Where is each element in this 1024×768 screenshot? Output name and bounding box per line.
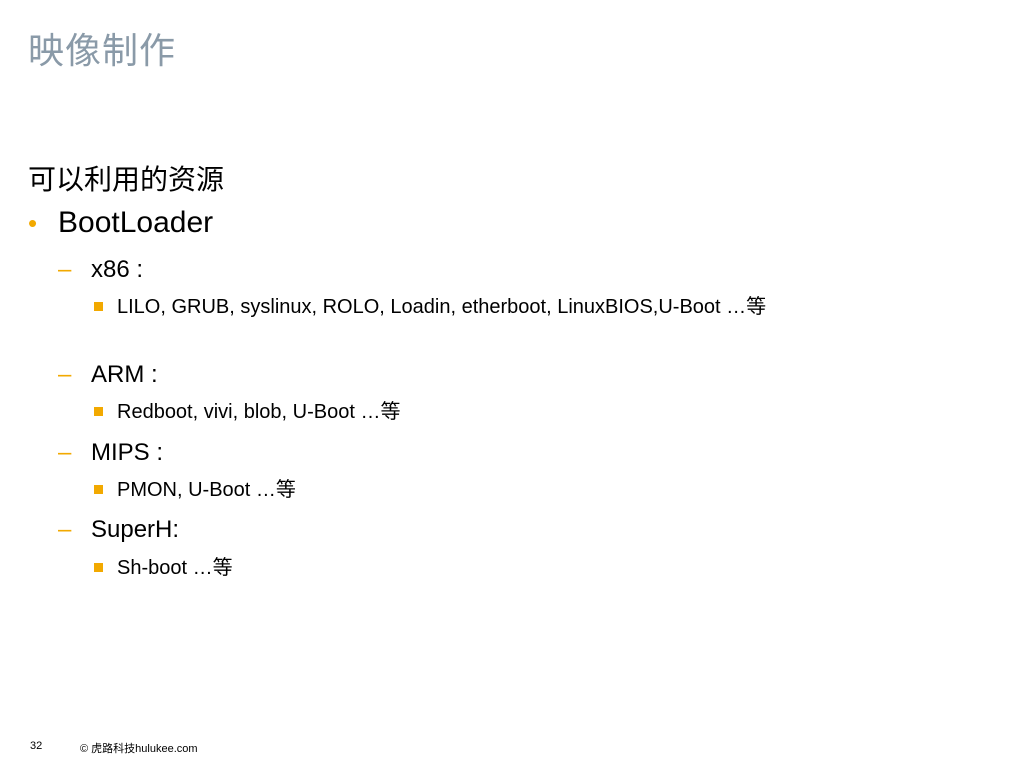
bullet-label: BootLoader <box>58 206 214 239</box>
page-number: 32 <box>30 740 43 752</box>
section-label: ARM : <box>91 361 158 388</box>
list-item: Redboot, vivi, blob, U-Boot …等 <box>94 397 854 427</box>
section-label: SuperH: <box>91 516 180 543</box>
square-bullet-icon <box>94 407 103 416</box>
dash-icon: – <box>58 516 72 543</box>
list-item-text: PMON, U-Boot …等 <box>117 479 296 501</box>
dash-icon: – <box>58 256 72 283</box>
list-item-text: LILO, GRUB, syslinux, ROLO, Loadin, ethe… <box>117 296 767 318</box>
subheading: 可以利用的资源 <box>28 163 225 196</box>
slide-title: 映像制作 <box>28 31 177 72</box>
list-item-text: Redboot, vivi, blob, U-Boot …等 <box>117 401 401 423</box>
section-label: x86 : <box>91 256 144 283</box>
list-item: PMON, U-Boot …等 <box>94 475 854 505</box>
dash-icon: – <box>58 361 72 388</box>
copyright-text: © 虎路科技hulukee.com <box>80 743 198 755</box>
section-arm: –ARM : <box>58 361 158 389</box>
list-item: Sh-boot …等 <box>94 553 854 583</box>
section-mips: –MIPS : <box>58 439 163 467</box>
square-bullet-icon <box>94 302 103 311</box>
square-bullet-icon <box>94 485 103 494</box>
dash-icon: – <box>58 439 72 466</box>
bullet-bootloader: • BootLoader <box>28 206 213 240</box>
bullet-dot-icon: • <box>28 208 38 238</box>
section-x86: –x86 : <box>58 256 143 284</box>
section-superh: –SuperH: <box>58 516 179 544</box>
list-item-text: Sh-boot …等 <box>117 557 233 579</box>
list-item: LILO, GRUB, syslinux, ROLO, Loadin, ethe… <box>94 292 854 322</box>
square-bullet-icon <box>94 563 103 572</box>
section-label: MIPS : <box>91 439 164 466</box>
